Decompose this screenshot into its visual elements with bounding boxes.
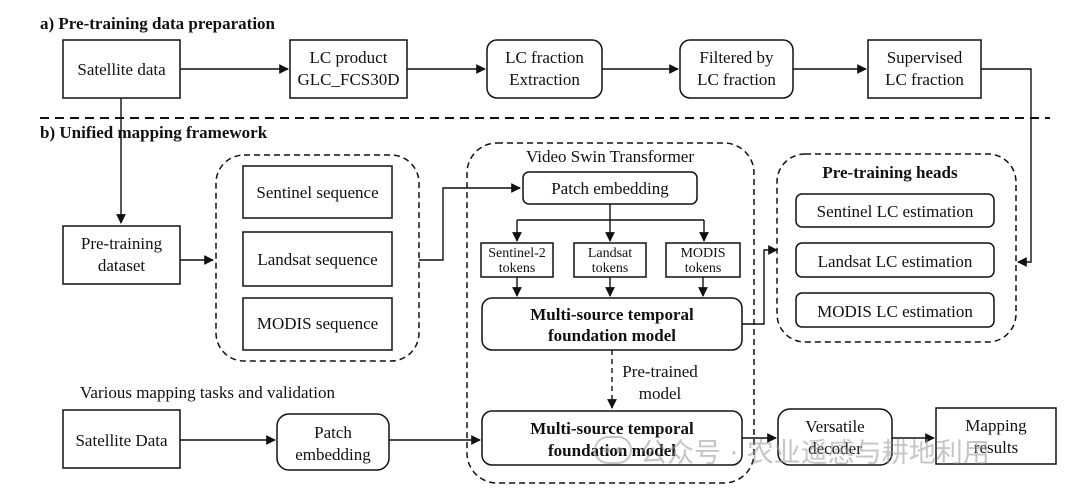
landsat-tokens-label-1: Landsat — [588, 246, 632, 261]
mapping-satellite-label: Satellite Data — [75, 431, 168, 450]
fm-pretrain-label-1: Multi-source temporal — [530, 305, 694, 324]
arrow-sequences-to-patch — [419, 183, 521, 261]
s2-tokens-label-1: Sentinel-2 — [488, 246, 546, 261]
landsat-estimation-label: Landsat LC estimation — [818, 252, 973, 271]
lc-product-label-2: GLC_FCS30D — [297, 70, 399, 89]
filtered-label-2: LC fraction — [697, 70, 776, 89]
landsat-sequence-box: Landsat sequence — [242, 231, 393, 287]
results-label-2: results — [974, 438, 1018, 457]
decoder-box: Versatile decoder — [777, 408, 893, 466]
fm-mapping-label-1: Multi-source temporal — [530, 419, 694, 438]
modis-sequence-label: MODIS sequence — [257, 314, 378, 333]
landsat-sequence-label: Landsat sequence — [257, 250, 377, 269]
mapping-patch-box: Patch embedding — [276, 413, 390, 471]
modis-tokens-label-1: MODIS — [680, 246, 725, 261]
landsat-tokens-box: Landsat tokens — [573, 242, 647, 278]
mapping-satellite-box: Satellite Data — [62, 409, 181, 469]
decoder-label-2: decoder — [808, 439, 862, 458]
arrow-supervised-to-heads — [981, 68, 1032, 267]
patch-embedding-label: Patch embedding — [551, 179, 669, 198]
satellite-data-box: Satellite data — [62, 39, 181, 99]
supervised-box: Supervised LC fraction — [867, 39, 982, 99]
pretraining-dataset-box: Pre-training dataset — [62, 225, 181, 285]
fm-mapping-label-2: foundation model — [548, 441, 676, 460]
section-b-title: b) Unified mapping framework — [40, 123, 268, 142]
landsat-estimation-box: Landsat LC estimation — [795, 242, 995, 278]
supervised-label-2: LC fraction — [885, 70, 964, 89]
mapping-patch-label-2: embedding — [295, 445, 371, 464]
fm-pretrain-label-2: foundation model — [548, 326, 676, 345]
foundation-model-box-pretrain: Multi-source temporal foundation model — [481, 297, 743, 351]
modis-tokens-label-2: tokens — [685, 261, 722, 276]
modis-estimation-box: MODIS LC estimation — [795, 292, 995, 328]
foundation-model-box-mapping: Multi-source temporal foundation model — [481, 410, 743, 466]
section-c-title: Various mapping tasks and validation — [80, 383, 335, 402]
landsat-tokens-label-2: tokens — [592, 261, 629, 276]
section-a-title: a) Pre-training data preparation — [40, 14, 276, 33]
pretrained-label-2: model — [639, 384, 682, 403]
satellite-data-label: Satellite data — [77, 60, 166, 79]
results-label-1: Mapping — [965, 416, 1027, 435]
extraction-label-2: Extraction — [509, 70, 580, 89]
vst-title: Video Swin Transformer — [526, 147, 694, 166]
extraction-label-1: LC fraction — [505, 48, 584, 67]
filtered-label-1: Filtered by — [699, 48, 774, 67]
modis-sequence-box: MODIS sequence — [242, 297, 393, 351]
pretrained-label-1: Pre-trained — [622, 362, 698, 381]
filtered-box: Filtered by LC fraction — [679, 39, 794, 99]
vst-container — [466, 142, 755, 484]
sentinel-estimation-label: Sentinel LC estimation — [817, 202, 974, 221]
pretraining-label-2: dataset — [98, 256, 145, 275]
heads-container — [776, 153, 1017, 343]
s2-tokens-label-2: tokens — [499, 261, 536, 276]
sentinel-sequence-box: Sentinel sequence — [242, 165, 393, 219]
sentinel-estimation-box: Sentinel LC estimation — [795, 193, 995, 228]
results-box: Mapping results — [935, 407, 1057, 465]
lc-product-box: LC product GLC_FCS30D — [289, 39, 408, 99]
sentinel-sequence-label: Sentinel sequence — [256, 183, 378, 202]
sequences-container — [215, 154, 420, 362]
arrow-fm-to-heads — [742, 245, 778, 325]
patch-embedding-box: Patch embedding — [522, 171, 698, 205]
decoder-label-1: Versatile — [805, 417, 864, 436]
lc-fraction-extraction-box: LC fraction Extraction — [486, 39, 603, 99]
pretraining-label-1: Pre-training — [81, 234, 163, 253]
lc-product-label-1: LC product — [310, 48, 388, 67]
sentinel2-tokens-box: Sentinel-2 tokens — [480, 242, 554, 278]
heads-title: Pre-training heads — [822, 163, 958, 182]
supervised-label-1: Supervised — [887, 48, 963, 67]
modis-tokens-box: MODIS tokens — [665, 242, 741, 278]
mapping-patch-label-1: Patch — [314, 423, 352, 442]
modis-estimation-label: MODIS LC estimation — [817, 302, 973, 321]
